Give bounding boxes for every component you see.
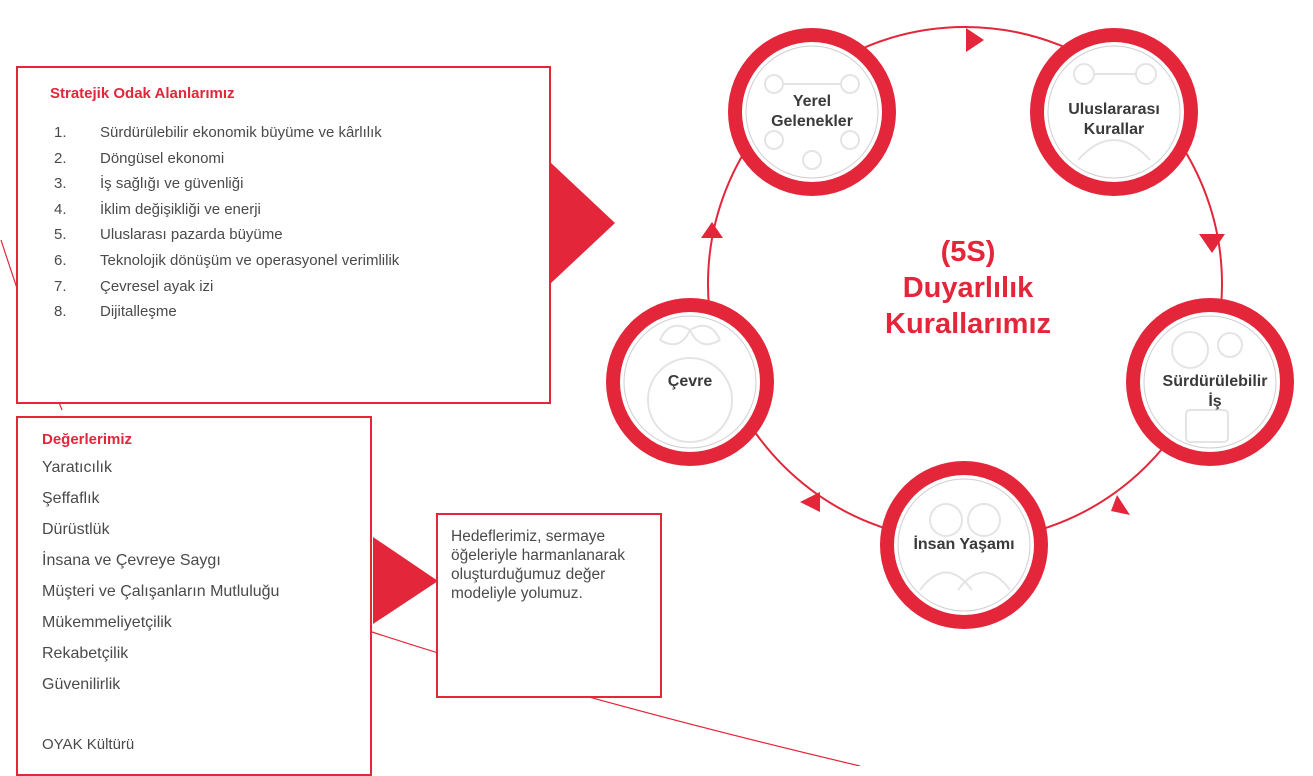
node-label-line: Sürdürülebilir [1162,373,1268,390]
goal-box: Hedeflerimiz, sermaye öğeleriyle harmanl… [436,513,662,698]
item-text: Teknolojik dönüşüm ve operasyonel veriml… [100,251,400,269]
list-item: Müşteri ve Çalışanların Mutluluğu [42,583,280,600]
pointer-triangle [373,537,438,624]
list-item: Rekabetçilik [42,645,129,662]
node-label-line: İş [1208,393,1222,410]
item-number: 5. [54,226,67,244]
item-text: Çevresel ayak izi [100,277,214,295]
node-label-line: Kurallar [1083,121,1145,138]
item-number: 6. [54,251,67,269]
item-text: Döngüsel ekonomi [100,149,225,167]
center-title-line: Duyarlılık [902,272,1034,304]
node-label-line: Gelenekler [771,113,853,130]
gear-person-icon [1171,331,1243,443]
list-item: Mükemmeliyetçilik [42,614,172,631]
item-number: 7. [54,277,67,295]
decorative-curve [371,631,861,766]
strategic-focus-list: 1. Sürdürülebilir ekonomik büyüme ve kârl… [54,124,399,329]
item-text: İş sağlığı ve güvenliği [100,175,244,193]
values-list: Yaratıcılık Şeffaflık Dürüstlük İnsana v… [42,459,279,707]
list-item: Güvenilirlik [42,676,121,693]
node-label-uluslararasi: Uluslararası Kurallar [1068,100,1160,140]
node-label-line: İnsan Yaşamı [913,536,1015,553]
values-box: Değerlerimiz Yaratıcılık Şeffaflık Dürüs… [16,416,372,776]
list-item: 6. Teknolojik dönüşüm ve operasyonel veri… [54,252,399,278]
center-title-line: (5S) [940,236,996,268]
node-circle-cevre [606,298,774,466]
item-text: Uluslarası pazarda büyüme [100,226,283,244]
people-icon [919,503,1011,591]
list-item: Şeffaflık [42,490,100,507]
list-item: 8. Dijitalleşme [54,303,399,329]
list-item: 7. Çevresel ayak izi [54,278,399,304]
cycle-center-title: (5S) Duyarlılık Kurallarımız [885,234,1051,342]
values-title: Değerlerimiz [42,431,133,448]
node-label-insan: İnsan Yaşamı [913,535,1014,555]
item-number: 8. [54,303,67,321]
goal-text: Hedeflerimiz, sermaye öğeleriyle harmanl… [451,528,626,602]
node-label-cevre: Çevre [668,372,712,392]
item-text: İklim değişikliği ve enerji [100,200,261,218]
strategic-focus-box: Stratejik Odak Alanlarımız 1. Sürdürülebi… [16,66,551,404]
list-item: 3. İş sağlığı ve güvenliği [54,175,399,201]
strategic-focus-title: Stratejik Odak Alanlarımız [50,85,235,102]
values-footer: OYAK Kültürü [42,736,135,753]
list-item: 1. Sürdürülebilir ekonomik büyüme ve kârl… [54,124,399,150]
list-item: 5. Uluslarası pazarda büyüme [54,226,399,252]
flow-arrow [701,222,723,238]
item-number: 4. [54,200,67,218]
node-label-surdurulebilir: Sürdürülebilir İş [1163,372,1268,412]
flow-arrow [800,492,820,512]
item-text: Sürdürülebilir ekonomik büyüme ve kârlıl… [100,124,382,141]
list-item: 2. Döngüsel ekonomi [54,150,399,176]
list-item: Dürüstlük [42,521,110,538]
list-item: İnsana ve Çevreye Saygı [42,552,221,569]
flow-arrow [966,28,984,52]
item-number: 3. [54,175,67,193]
list-item: 4. İklim değişikliği ve enerji [54,201,399,227]
center-title-line: Kurallarımız [885,308,1051,340]
item-text: Dijitalleşme [100,303,177,321]
pointer-triangle [550,162,615,284]
item-number: 1. [54,124,67,141]
node-label-line: Uluslararası [1068,101,1160,118]
node-label-yerel: Yerel Gelenekler [771,92,853,132]
list-item: Yaratıcılık [42,459,112,476]
node-label-line: Yerel [792,93,832,110]
handshake-icon [1073,63,1157,161]
item-number: 2. [54,149,67,167]
flow-arrow [1199,234,1225,253]
people-network-icon [764,74,860,170]
globe-leaf-icon [647,324,733,443]
node-label-line: Çevre [667,373,713,390]
flow-arrow [1111,495,1130,515]
node-circle-yerel [728,28,896,196]
node-circle-surdurulebilir [1126,298,1294,466]
